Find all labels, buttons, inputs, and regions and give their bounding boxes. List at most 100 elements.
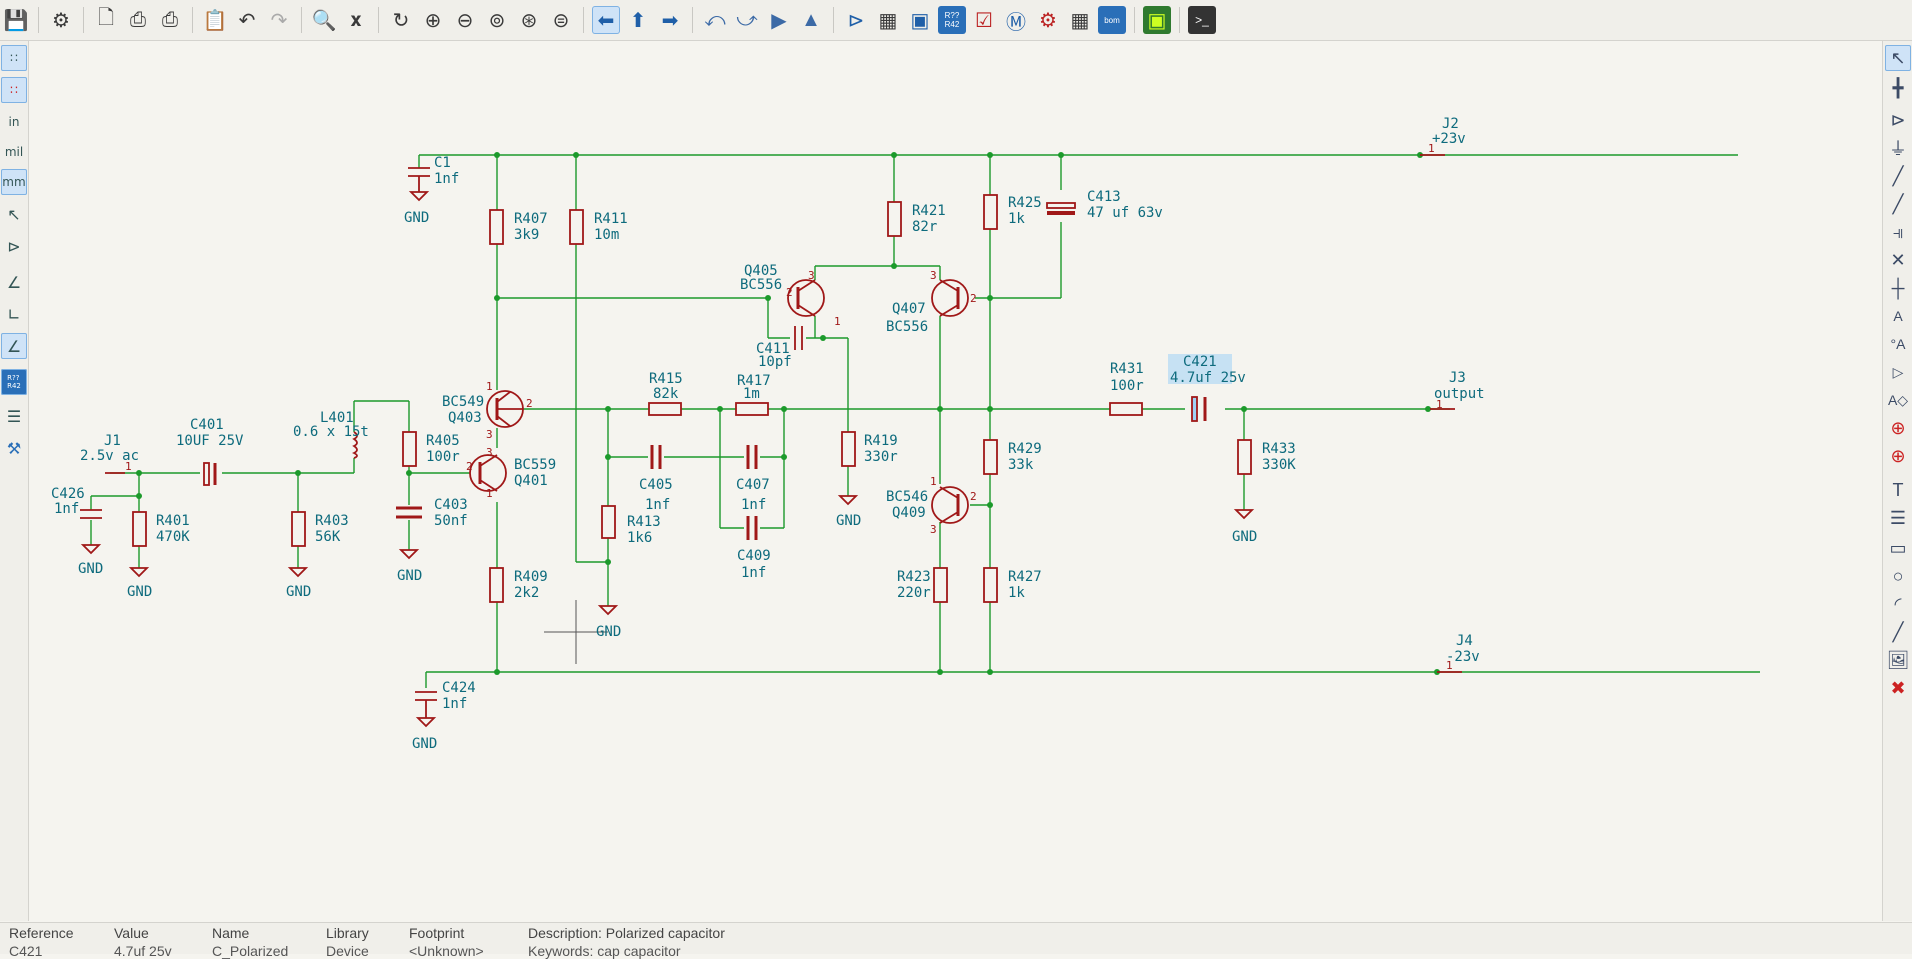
plot-icon[interactable]: ⎙ xyxy=(162,8,178,31)
hier-label-icon[interactable]: ▷ xyxy=(1892,363,1904,380)
rectangle-icon[interactable]: ▭ xyxy=(1889,537,1907,558)
mirror-v-icon[interactable]: ▲ xyxy=(801,8,821,31)
q401-symbol[interactable] xyxy=(469,454,507,492)
c424-symbol[interactable] xyxy=(415,691,437,718)
navigate-forward-icon[interactable]: ➡ xyxy=(661,9,679,32)
textbox-icon[interactable]: ☰ xyxy=(1889,507,1907,528)
hier-sheet-icon[interactable]: A◇ xyxy=(1887,391,1909,408)
rotate-ccw-icon[interactable]: ⤺ xyxy=(704,8,726,31)
no-connect-icon[interactable]: ✕ xyxy=(1890,249,1906,270)
r411-symbol[interactable] xyxy=(569,209,584,245)
schematic-canvas[interactable]: C1 1nf GND R407 3k9 R411 10m R421 82r R4… xyxy=(29,41,1881,921)
line-mode-90-icon[interactable]: ∟ xyxy=(7,304,21,324)
c407-symbol[interactable] xyxy=(746,445,758,469)
q407-symbol[interactable] xyxy=(931,279,969,317)
add-wire-icon[interactable]: ╱ xyxy=(1892,165,1904,186)
r427-symbol[interactable] xyxy=(983,567,998,603)
bom-icon[interactable]: bom xyxy=(1098,6,1126,34)
zoom-in-icon[interactable]: ⊕ xyxy=(424,9,442,32)
r421-symbol[interactable] xyxy=(887,201,902,237)
junction-icon[interactable]: ┼ xyxy=(1891,277,1905,298)
navigate-back-icon[interactable]: ⬅ xyxy=(592,6,620,34)
mirror-h-icon[interactable]: ▶ xyxy=(771,9,787,32)
cursor-icon[interactable]: ↖ xyxy=(7,204,21,224)
erc-icon[interactable]: ☑ xyxy=(975,9,993,32)
c411-symbol[interactable] xyxy=(794,326,803,350)
save-icon[interactable]: 💾 xyxy=(3,9,29,32)
units-inch-button[interactable]: in xyxy=(8,115,20,129)
properties-icon[interactable]: ⚒ xyxy=(6,438,22,458)
highlight-net-icon[interactable]: ╋ xyxy=(1892,77,1904,98)
circle-icon[interactable]: ○ xyxy=(1892,565,1904,586)
paste-icon[interactable]: 📋 xyxy=(202,9,228,32)
bom-table-icon[interactable]: ▦ xyxy=(1070,9,1090,32)
r405-symbol[interactable] xyxy=(402,431,417,467)
c405-symbol[interactable] xyxy=(650,445,662,469)
c1-symbol[interactable] xyxy=(408,167,430,192)
c403-symbol[interactable] xyxy=(396,506,422,519)
q409-symbol[interactable] xyxy=(931,486,969,524)
units-mil-button[interactable]: mil xyxy=(4,145,24,159)
grid-overrides-icon[interactable]: ∷ xyxy=(1,77,27,103)
line-icon[interactable]: ╱ xyxy=(1892,621,1904,642)
schematic-drawing[interactable]: C1 1nf GND R407 3k9 R411 10m R421 82r R4… xyxy=(29,41,1881,921)
scripting-console-icon[interactable]: >_ xyxy=(1188,6,1216,34)
redo-icon[interactable]: ↷ xyxy=(270,9,288,32)
hidden-pins-icon[interactable]: ⊳ xyxy=(7,236,21,256)
find-icon[interactable]: 🔍 xyxy=(311,9,337,32)
r417-symbol[interactable] xyxy=(735,402,769,416)
annotate-icon[interactable]: R?? R42 xyxy=(938,6,966,34)
r403-symbol[interactable] xyxy=(291,511,306,547)
units-mm-button[interactable]: mm xyxy=(1,169,27,195)
c426-symbol[interactable] xyxy=(80,509,102,519)
delete-icon[interactable]: ✖ xyxy=(1890,677,1906,698)
image-icon[interactable]: 🖼 xyxy=(1886,649,1910,670)
annotate-auto-icon[interactable]: R?? R42 xyxy=(1,369,27,395)
navigate-up-icon[interactable]: ⬆ xyxy=(629,9,647,32)
add-power-icon[interactable]: ⏚ xyxy=(1889,139,1907,159)
r415-symbol[interactable] xyxy=(648,402,682,416)
q403-symbol[interactable] xyxy=(486,390,524,428)
r431-symbol[interactable] xyxy=(1109,402,1143,416)
import-sheet-pin-icon[interactable]: ⊕ xyxy=(1890,417,1906,438)
pcb-editor-icon[interactable]: ▣ xyxy=(1143,6,1171,34)
line-mode-free-icon[interactable]: ∠ xyxy=(6,272,22,292)
r419-symbol[interactable] xyxy=(841,431,856,467)
bus-entry-icon[interactable]: ⫣ xyxy=(1892,221,1904,242)
grid-icon[interactable]: ∷ xyxy=(1,45,27,71)
r425-symbol[interactable] xyxy=(983,194,998,230)
select-icon[interactable]: ↖ xyxy=(1885,45,1911,71)
rotate-cw-icon[interactable]: ⤻ xyxy=(736,8,758,31)
simulator-icon[interactable]: Ⓜ xyxy=(1006,11,1026,34)
undo-icon[interactable]: ↶ xyxy=(238,9,256,32)
add-symbol-icon[interactable]: ⊳ xyxy=(1890,109,1906,130)
zoom-selection-icon[interactable]: ⊜ xyxy=(552,9,570,32)
zoom-fit-icon[interactable]: ⊚ xyxy=(488,9,506,32)
sheet-pin-icon[interactable]: ⊕ xyxy=(1890,445,1906,466)
zoom-objects-icon[interactable]: ⊛ xyxy=(520,9,538,32)
line-mode-45-icon[interactable]: ∠ xyxy=(1,333,27,359)
schematic-setup-icon[interactable]: ⚙ xyxy=(52,9,70,32)
print-icon[interactable]: ⎙ xyxy=(130,8,146,31)
refresh-icon[interactable]: ↻ xyxy=(392,9,410,32)
symbol-editor-icon[interactable]: ⊳ xyxy=(847,9,865,32)
text-icon[interactable]: T xyxy=(1892,479,1904,500)
c401-symbol[interactable] xyxy=(203,462,217,486)
footprint-assign-icon[interactable]: ▣ xyxy=(910,9,930,32)
c421-symbol[interactable] xyxy=(1191,396,1207,422)
r433-symbol[interactable] xyxy=(1237,439,1252,475)
q405-symbol[interactable] xyxy=(787,279,825,317)
hierarchy-navigator-icon[interactable]: ☰ xyxy=(6,406,22,426)
r401-symbol[interactable] xyxy=(132,511,147,547)
r409-symbol[interactable] xyxy=(489,567,504,603)
find-replace-icon[interactable]: 𝐱 xyxy=(350,8,362,31)
r429-symbol[interactable] xyxy=(983,439,998,475)
global-label-icon[interactable]: °A xyxy=(1890,336,1906,352)
zoom-out-icon[interactable]: ⊖ xyxy=(456,9,474,32)
page-settings-icon[interactable]: 🗋 xyxy=(97,7,115,29)
c409-symbol[interactable] xyxy=(746,516,758,540)
c413-symbol[interactable] xyxy=(1046,202,1076,215)
r407-symbol[interactable] xyxy=(489,209,504,245)
net-label-icon[interactable]: A xyxy=(1893,308,1903,324)
r423-symbol[interactable] xyxy=(933,567,948,603)
